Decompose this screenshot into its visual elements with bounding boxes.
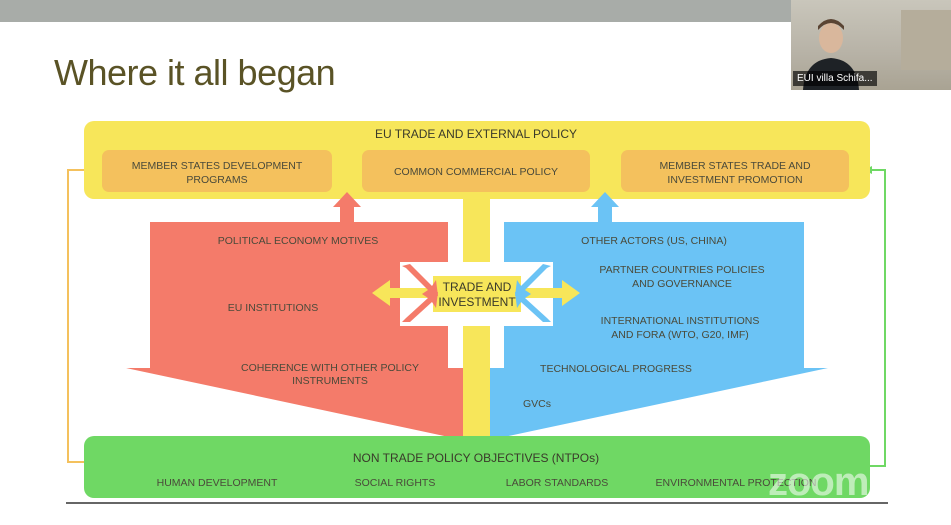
right-factors-arrow (490, 222, 828, 440)
top-box-3-line-1: MEMBER STATES TRADE AND (659, 160, 811, 172)
right-item-technological: TECHNOLOGICAL PROGRESS (540, 363, 692, 375)
left-item-coherence-line-1: COHERENCE WITH OTHER POLICY (241, 362, 419, 374)
center-label-line-1: TRADE AND (443, 280, 512, 294)
right-item-international-line-1: INTERNATIONAL INSTITUTIONS (601, 315, 760, 327)
participant-video-tile[interactable]: EUI villa Schifa... (791, 0, 951, 90)
red-diagonal-arrow-top (402, 264, 438, 296)
top-box-common-commercial-policy (362, 150, 590, 192)
right-item-partner-line-1: PARTNER COUNTRIES POLICIES (599, 264, 764, 276)
top-bar-title: EU TRADE AND EXTERNAL POLICY (375, 127, 577, 141)
bottom-ntpo-bar (84, 436, 870, 498)
right-item-international-line-2: AND FORA (WTO, G20, IMF) (611, 329, 748, 341)
left-item-coherence-line-2: INSTRUMENTS (292, 375, 368, 387)
top-box-3-line-2: INVESTMENT PROMOTION (667, 174, 802, 186)
red-up-arrow (333, 192, 361, 222)
blue-diagonal-arrow-bottom (515, 292, 551, 322)
left-item-political-economy: POLITICAL ECONOMY MOTIVES (218, 235, 378, 247)
zoom-watermark-logo: zoom (768, 460, 869, 504)
blue-up-arrow (591, 192, 619, 222)
top-box-member-states-trade (621, 150, 849, 192)
red-diagonal-arrow-bottom (402, 292, 438, 322)
bottom-item-human-development: HUMAN DEVELOPMENT (157, 477, 278, 489)
right-item-other-actors: OTHER ACTORS (US, CHINA) (581, 235, 727, 247)
top-box-member-states-development (102, 150, 332, 192)
right-item-gvcs: GVCs (523, 398, 551, 410)
left-double-arrow (372, 280, 433, 306)
bottom-item-labor-standards: LABOR STANDARDS (506, 477, 609, 489)
slide-title: Where it all began (54, 52, 336, 93)
bottom-item-social-rights: SOCIAL RIGHTS (355, 477, 436, 489)
trade-investment-box (433, 276, 521, 312)
window-top-bar (0, 0, 951, 22)
left-item-eu-institutions: EU INSTITUTIONS (228, 302, 318, 314)
blue-diagonal-arrow-top (515, 264, 551, 296)
right-connector (868, 169, 886, 467)
left-factors-arrow (126, 222, 463, 440)
top-box-1-line-2: PROGRAMS (186, 174, 247, 186)
left-connector (67, 169, 100, 463)
bottom-bar-title: NON TRADE POLICY OBJECTIVES (NTPOs) (353, 451, 599, 465)
center-label-line-2: INVESTMENT (438, 295, 516, 309)
right-item-partner-line-2: AND GOVERNANCE (632, 278, 732, 290)
top-box-2-line-1: COMMON COMMERCIAL POLICY (394, 166, 558, 178)
bottom-item-environmental-protection: ENVIRONMENTAL PROTECTION (655, 477, 816, 489)
participant-name-label: EUI villa Schifa... (793, 71, 877, 86)
right-double-arrow (521, 280, 580, 306)
top-box-1-line-1: MEMBER STATES DEVELOPMENT (132, 160, 303, 172)
